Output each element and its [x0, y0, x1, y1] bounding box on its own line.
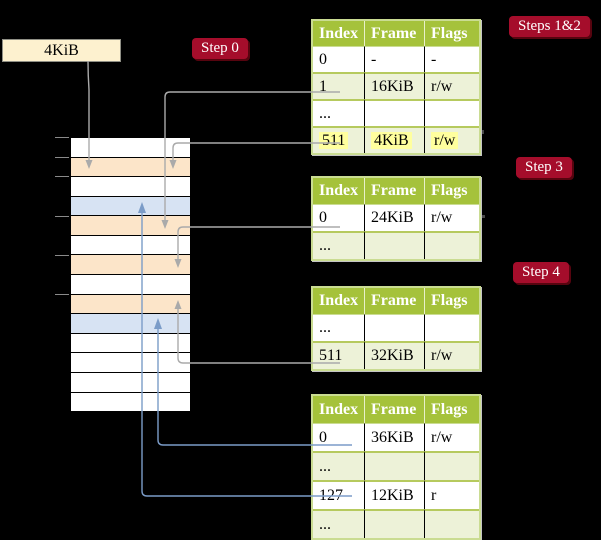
table-cell: 0: [313, 204, 364, 231]
table-cell: ...: [313, 99, 364, 126]
table-cell: [424, 314, 479, 341]
column-header-frame: Frame: [364, 178, 424, 204]
connector-stub: [479, 130, 484, 134]
column-header-flags: Flags: [424, 21, 479, 46]
table-cell: r/w: [424, 72, 479, 99]
table-cell: ...: [313, 509, 364, 538]
address-tick: [55, 157, 69, 158]
address-tick: [55, 176, 69, 177]
step-4-label: Step 4: [513, 262, 569, 283]
table-row: ...: [313, 314, 479, 341]
memory-frame-row: [71, 391, 190, 412]
step-3-label: Step 3: [516, 157, 572, 178]
memory-frame-row: [71, 332, 190, 353]
memory-frame-row: [71, 176, 190, 196]
table-cell: 0: [313, 46, 364, 72]
column-header-index: Index: [313, 21, 364, 46]
memory-frame-row: [71, 156, 190, 177]
table-cell: ...: [313, 231, 364, 259]
table-cell: r/w: [424, 423, 479, 451]
table-cell: [424, 231, 479, 259]
address-tick: [55, 294, 69, 295]
table-cell: 127: [313, 480, 364, 509]
table-cell: 32KiB: [364, 341, 424, 369]
table-cell: 16KiB: [364, 72, 424, 99]
table-cell: 511: [313, 126, 364, 153]
step-0-label: Step 0: [192, 38, 248, 59]
memory-frame-row: [71, 215, 190, 235]
highlighted-value: r/w: [431, 131, 459, 149]
highlighted-value: 4KiB: [371, 131, 412, 149]
table-row: ...: [313, 231, 479, 259]
table-cell: [424, 509, 479, 538]
column-header-flags: Flags: [424, 396, 479, 423]
memory-frame-row: [71, 234, 190, 255]
physical-memory-stack: [70, 137, 191, 412]
table-cell: 36KiB: [364, 423, 424, 451]
column-header-index: Index: [313, 396, 364, 423]
column-header-frame: Frame: [364, 288, 424, 314]
table-cell: [364, 509, 424, 538]
table-cell: r/w: [424, 126, 479, 153]
memory-frame-row: [71, 274, 190, 294]
column-header-frame: Frame: [364, 396, 424, 423]
memory-frame-row: [71, 352, 190, 372]
table-row: 0--: [313, 46, 479, 72]
memory-frame-row: [71, 195, 190, 216]
table-row: ...: [313, 509, 479, 538]
address-tick: [55, 255, 69, 256]
column-header-index: Index: [313, 178, 364, 204]
memory-frame-row: [71, 293, 190, 314]
table-cell: -: [424, 46, 479, 72]
steps-1-2-label: Steps 1&2: [509, 16, 590, 37]
table-cell: 1: [313, 72, 364, 99]
table-cell: [364, 231, 424, 259]
column-header-frame: Frame: [364, 21, 424, 46]
table-cell: [424, 451, 479, 480]
column-header-flags: Flags: [424, 178, 479, 204]
table-cell: r: [424, 480, 479, 509]
table-cell: 24KiB: [364, 204, 424, 231]
table-row: ...: [313, 451, 479, 480]
table-cell: ...: [313, 451, 364, 480]
table-cell: 12KiB: [364, 480, 424, 509]
table-cell: ...: [313, 314, 364, 341]
table-cell: [364, 99, 424, 126]
table-cell: [364, 314, 424, 341]
memory-frame-row: [71, 313, 190, 333]
table-cell: [424, 99, 479, 126]
table-cell: [364, 451, 424, 480]
address-tick: [55, 216, 69, 217]
memory-frame-row: [71, 371, 190, 392]
table-cell: -: [364, 46, 424, 72]
table-cell: 4KiB: [364, 126, 424, 153]
memory-frame-row: [71, 138, 190, 157]
highlighted-value: 511: [319, 131, 349, 149]
table-cell: r/w: [424, 204, 479, 231]
table-row: 511 4KiB r/w: [313, 126, 479, 153]
column-header-index: Index: [313, 288, 364, 314]
table-row: ...: [313, 99, 479, 126]
column-header-flags: Flags: [424, 288, 479, 314]
memory-frame-row: [71, 254, 190, 275]
frame-size-legend: 4KiB: [2, 39, 121, 62]
table-cell: 0: [313, 423, 364, 451]
connector-stub: [480, 215, 485, 218]
table-cell: 511: [313, 341, 364, 369]
address-tick: [55, 137, 69, 138]
table-cell: r/w: [424, 341, 479, 369]
